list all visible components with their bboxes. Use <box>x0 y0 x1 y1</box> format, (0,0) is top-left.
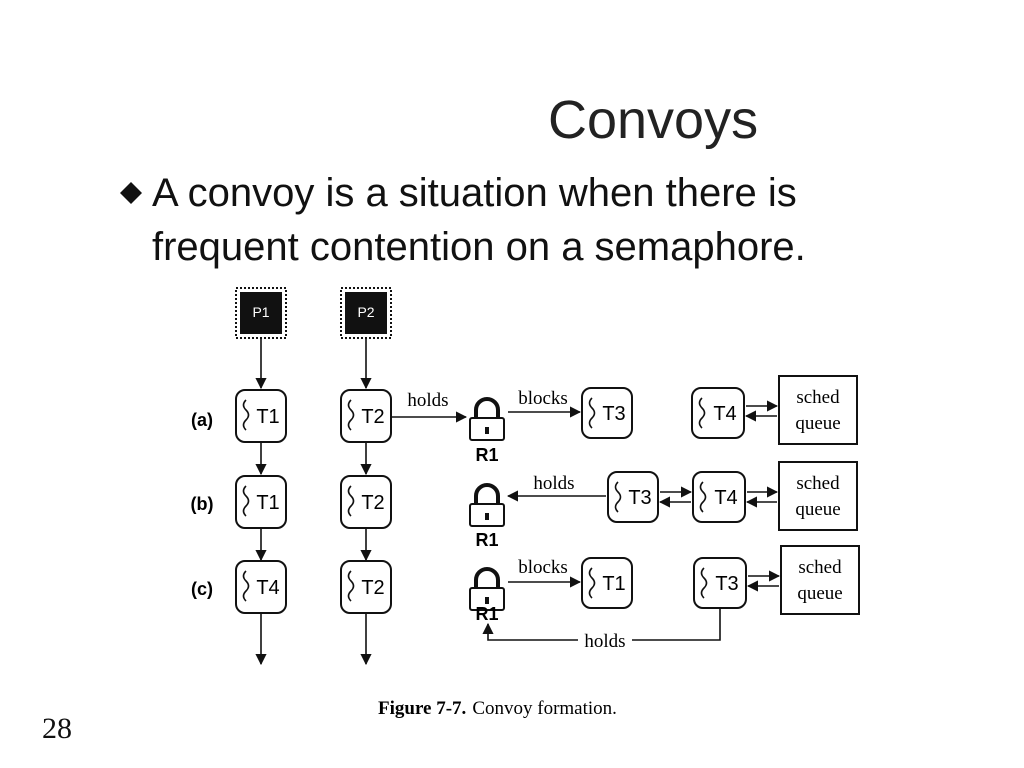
queue-label-line2: queue <box>795 413 840 434</box>
thread-node: T1 <box>235 389 287 443</box>
thread-node: T1 <box>235 475 287 529</box>
processor-p1-label: P1 <box>252 304 269 320</box>
diamond-bullet-icon <box>120 182 142 204</box>
resource-label: R1 <box>475 530 498 550</box>
sched-queue: sched queue <box>778 375 858 445</box>
edge-label-holds: holds <box>407 390 448 411</box>
thread-label: T3 <box>628 487 651 509</box>
thread-label: T3 <box>602 403 625 425</box>
queue-label-line1: sched <box>796 387 840 408</box>
thread-node: T2 <box>340 475 392 529</box>
thread-label: T1 <box>256 406 279 428</box>
figure-caption: Figure 7-7.Convoy formation. <box>378 698 617 719</box>
edge-label-holds: holds <box>584 631 625 652</box>
thread-node: T2 <box>340 560 392 614</box>
sched-queue: sched queue <box>778 461 858 531</box>
lock-icon <box>469 567 505 611</box>
bullet-text: A convoy is a situation when there is fr… <box>152 171 806 269</box>
row-label-b: (b) <box>191 494 214 514</box>
slide-title: Convoys <box>548 90 759 150</box>
thread-label: T2 <box>361 577 384 599</box>
row-label-a: (a) <box>191 410 213 430</box>
thread-node: T2 <box>340 389 392 443</box>
thread-label: T2 <box>361 406 384 428</box>
lock-icon <box>469 397 505 441</box>
processor-p2-label: P2 <box>357 304 374 320</box>
thread-node: T3 <box>693 557 747 609</box>
edge-label-blocks: blocks <box>518 557 568 578</box>
thread-node: T4 <box>235 560 287 614</box>
convoy-figure: P1 P2 (a) (b) (c) T1 T2 holds R1 blocks <box>170 272 880 744</box>
queue-label-line1: sched <box>798 557 842 578</box>
thread-label: T1 <box>256 492 279 514</box>
edge-label-blocks: blocks <box>518 388 568 409</box>
edge-label-holds: holds <box>533 473 574 494</box>
processor-p1: P1 <box>235 287 287 339</box>
thread-node: T1 <box>581 557 633 609</box>
queue-label-line1: sched <box>796 473 840 494</box>
lock-icon <box>469 483 505 527</box>
thread-node: T3 <box>581 387 633 439</box>
thread-label: T3 <box>715 573 738 595</box>
resource-label: R1 <box>475 604 498 624</box>
thread-node: T4 <box>691 387 745 439</box>
thread-node: T4 <box>692 471 746 523</box>
resource-label: R1 <box>475 445 498 465</box>
thread-label: T4 <box>714 487 737 509</box>
queue-label-line2: queue <box>797 583 842 604</box>
thread-label: T1 <box>602 573 625 595</box>
processor-p2: P2 <box>340 287 392 339</box>
queue-label-line2: queue <box>795 499 840 520</box>
row-label-c: (c) <box>191 579 213 599</box>
thread-label: T2 <box>361 492 384 514</box>
thread-label: T4 <box>713 403 736 425</box>
thread-label: T4 <box>256 577 279 599</box>
slide-number: 28 <box>42 712 72 745</box>
sched-queue: sched queue <box>780 545 860 615</box>
thread-node: T3 <box>607 471 659 523</box>
